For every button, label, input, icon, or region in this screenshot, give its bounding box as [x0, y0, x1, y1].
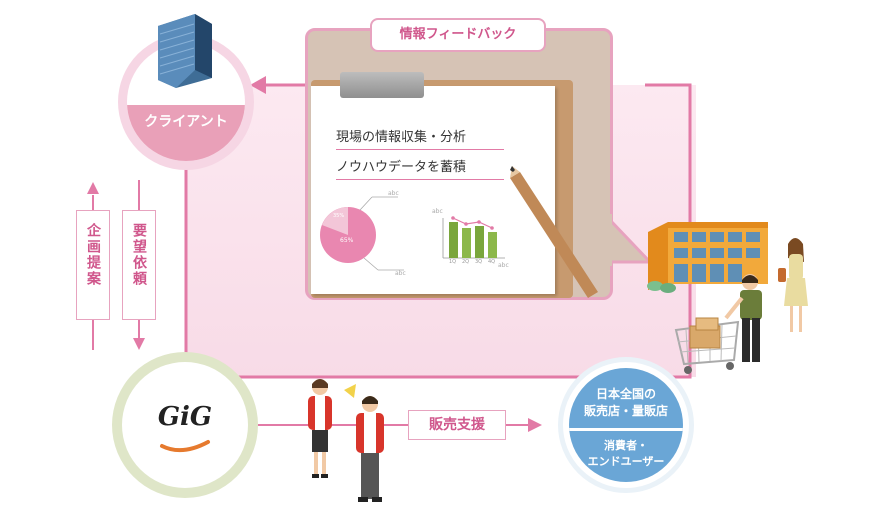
feedback-badge: 情報フィードバック: [370, 18, 546, 52]
pie-callout-top: abc: [388, 190, 399, 197]
clipboard-line-2: ノウハウデータを蓄積: [336, 156, 504, 180]
gig-smile-icon: [160, 440, 210, 453]
arrow-down-icon: [133, 338, 145, 350]
gig-logo-text: GiG: [157, 402, 213, 432]
bar-1: [449, 222, 458, 258]
retail-top-line-2: 販売店・量販店: [583, 404, 668, 418]
proposal-box: 企画提案: [76, 210, 110, 320]
retail-inner: 日本全国の 販売店・量販店 消費者・ エンドユーザー: [569, 368, 683, 482]
retail-top-line-1: 日本全国の: [595, 387, 656, 401]
pie-slice-small: [322, 207, 348, 235]
client-label: クライアント: [144, 114, 228, 130]
sales-support-badge: 販売支援: [408, 410, 506, 440]
arrow-left-icon: [250, 76, 266, 94]
female-shopper-icon: [778, 238, 808, 332]
clip-icon: [340, 72, 424, 98]
store-building-icon: [647, 222, 768, 293]
gig-inner: GiG: [122, 362, 248, 488]
bar-callout-top: abc: [432, 208, 443, 215]
clipboard-line-1: 現場の情報収集・分析: [336, 126, 504, 150]
sales-support-label: 販売支援: [429, 417, 485, 433]
client-label-band: [127, 105, 245, 161]
shopping-cart-icon: [674, 317, 740, 374]
retail-divider: [569, 428, 683, 431]
pie-callout-bottom: abc: [395, 270, 406, 277]
trend-line: [452, 217, 493, 229]
bar-3: [475, 226, 484, 258]
arrow-right-icon: [528, 418, 542, 432]
arrow-up-icon: [87, 182, 99, 194]
retail-bottom-line-1: 消費者・: [604, 439, 648, 452]
request-label: 要望依頼: [131, 223, 147, 287]
bar-tick-3: 3Q: [475, 259, 483, 265]
bar-tick-1: 1Q: [449, 259, 457, 265]
retail-bottom-line-2: エンドユーザー: [587, 455, 665, 468]
bar-callout-bottom: abc: [498, 262, 509, 269]
bar-tick-2: 2Q: [462, 259, 470, 265]
proposal-label: 企画提案: [85, 223, 101, 287]
pie-small-label: 35%: [333, 213, 345, 219]
female-staff-icon: [308, 379, 356, 478]
feedback-label: 情報フィードバック: [399, 27, 517, 42]
bar-4: [488, 232, 497, 258]
bar-2: [462, 228, 471, 258]
request-box: 要望依頼: [122, 210, 156, 320]
retail-node: 日本全国の 販売店・量販店 消費者・ エンドユーザー: [558, 357, 694, 493]
gig-node: GiG: [112, 352, 258, 498]
pie-percent-label: 65%: [340, 237, 354, 244]
bar-tick-4: 4Q: [488, 259, 496, 265]
male-shopper-icon: [724, 274, 762, 362]
male-staff-icon: [356, 396, 384, 502]
